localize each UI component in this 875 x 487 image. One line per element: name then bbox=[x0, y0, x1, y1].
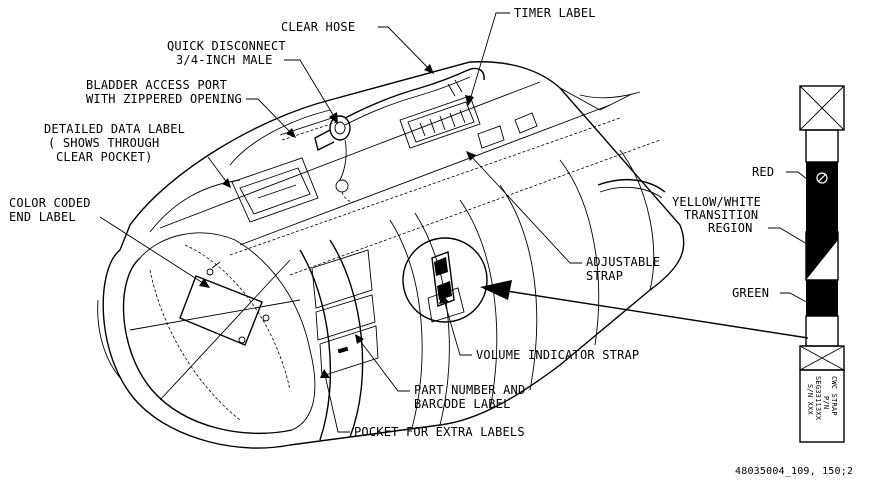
label-volume-indicator: VOLUME INDICATOR STRAP bbox=[476, 348, 639, 362]
label-green: GREEN bbox=[732, 286, 769, 300]
volume-strap-detail: CWC STRAP P/N SEG33113XX S/N XXX bbox=[799, 85, 845, 443]
label-adjustable-2: STRAP bbox=[586, 269, 623, 283]
label-quick-disconnect-2: 3/4-INCH MALE bbox=[176, 53, 273, 67]
label-data-2: ( SHOWS THROUGH bbox=[48, 136, 159, 150]
strap-tag-line-2: P/N bbox=[822, 396, 830, 409]
strap-tag-line-3: SEG33113XX bbox=[814, 376, 822, 421]
label-part-number-2: BARCODE LABEL bbox=[414, 397, 511, 411]
strap-tag-line-4: S/N XXX bbox=[806, 384, 814, 415]
label-pocket: POCKET FOR EXTRA LABELS bbox=[354, 425, 525, 439]
label-data-3: CLEAR POCKET) bbox=[56, 150, 153, 164]
transition-region bbox=[806, 232, 838, 280]
label-clear-hose: CLEAR HOSE bbox=[281, 20, 355, 34]
callout-labels: CLEAR HOSE TIMER LABEL QUICK DISCONNECT … bbox=[9, 6, 853, 477]
label-yellow-2: TRANSITION bbox=[684, 208, 758, 222]
volume-indicator-strap-on-body bbox=[427, 251, 465, 323]
label-adjustable-1: ADJUSTABLE bbox=[586, 255, 660, 269]
label-timer: TIMER LABEL bbox=[514, 6, 596, 20]
label-red: RED bbox=[752, 165, 774, 179]
timer-label-panel bbox=[399, 95, 538, 149]
detail-callout-circle bbox=[402, 237, 488, 323]
water-container-body bbox=[97, 61, 685, 449]
label-yellow-3: REGION bbox=[708, 221, 753, 235]
label-part-number-1: PART NUMBER AND bbox=[414, 383, 525, 397]
leader-lines bbox=[99, 12, 814, 433]
label-quick-disconnect-1: QUICK DISCONNECT bbox=[167, 39, 286, 53]
clear-hose bbox=[344, 67, 485, 126]
detailed-data-label-pocket bbox=[231, 157, 319, 223]
strap-tag-line-1: CWC STRAP bbox=[830, 376, 838, 416]
bladder-access-port bbox=[279, 116, 338, 141]
strap-tag-text: CWC STRAP P/N SEG33113XX S/N XXX bbox=[806, 376, 838, 421]
detail-arrow bbox=[480, 280, 809, 339]
label-bladder-2: WITH ZIPPERED OPENING bbox=[86, 92, 242, 106]
label-data-1: DETAILED DATA LABEL bbox=[44, 122, 185, 136]
green-region bbox=[806, 280, 838, 316]
color-coded-end-label bbox=[179, 261, 270, 346]
quick-disconnect-fitting bbox=[314, 115, 359, 203]
figure-id: 48035004_109, 150;2 bbox=[735, 466, 853, 477]
label-bladder-1: BLADDER ACCESS PORT bbox=[86, 78, 227, 92]
label-yellow-1: YELLOW/WHITE bbox=[672, 195, 761, 209]
red-region bbox=[806, 162, 838, 232]
label-color-coded-1: COLOR CODED bbox=[9, 196, 91, 210]
label-color-coded-2: END LABEL bbox=[9, 210, 76, 224]
part-number-barcode-pocket bbox=[311, 249, 379, 377]
